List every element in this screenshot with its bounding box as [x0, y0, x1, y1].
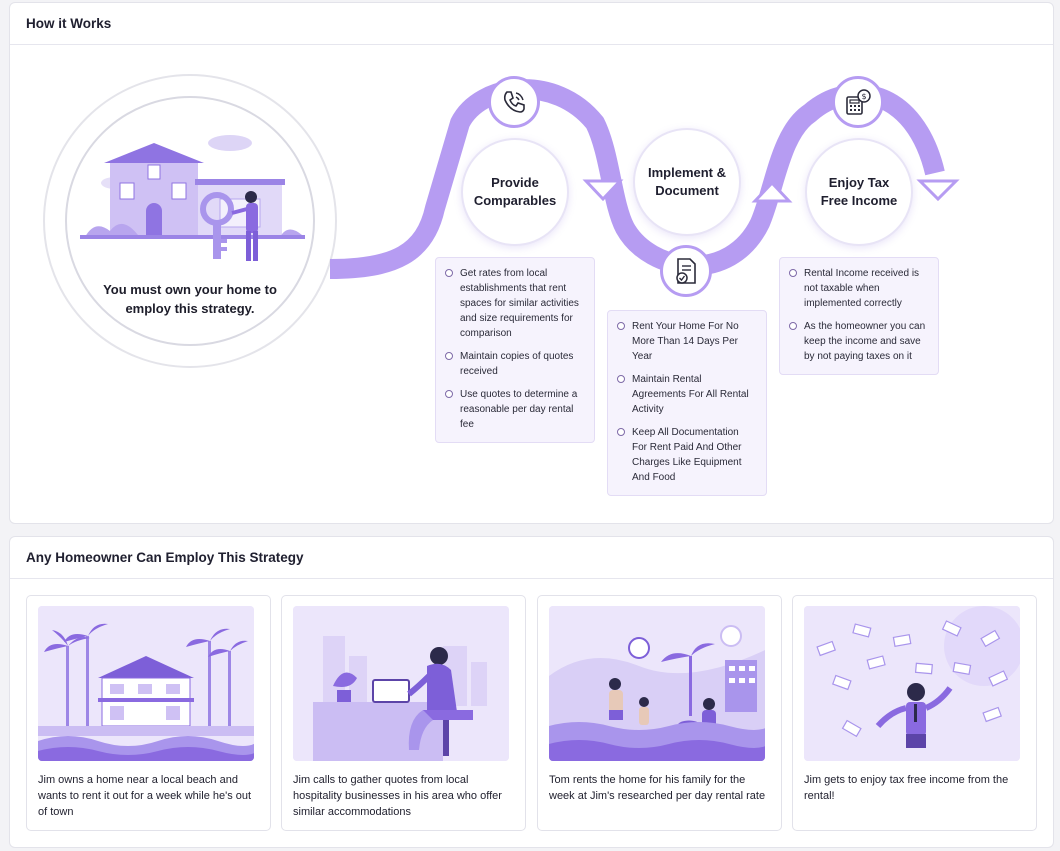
- step-provide-comparables: Provide Comparables: [461, 138, 569, 246]
- implement-bullets: Rent Your Home For No More Than 14 Days …: [607, 310, 767, 496]
- bullet-item: Rent Your Home For No More Than 14 Days …: [616, 319, 756, 364]
- tax-free-bullets: Rental Income received is not taxable wh…: [779, 257, 939, 375]
- bullet-item: Rental Income received is not taxable wh…: [788, 266, 928, 311]
- scene-caption: Jim owns a home near a local beach and w…: [38, 774, 252, 818]
- step-label: Implement & Document: [647, 165, 726, 198]
- intro-text: You must own your home to employ this st…: [103, 282, 277, 316]
- bullet-item: Keep All Documentation For Rent Paid And…: [616, 425, 756, 485]
- money-rain-illustration: [804, 606, 1020, 761]
- laptop-desk-illustration: [293, 606, 509, 761]
- step-label: Enjoy Tax Free Income: [820, 175, 898, 208]
- svg-text:$: $: [861, 92, 866, 101]
- bullet-item: Maintain copies of quotes received: [444, 349, 584, 379]
- scene-card-gather-quotes: Jim calls to gather quotes from local ho…: [281, 595, 526, 831]
- calculator-dollar-icon: $: [832, 76, 884, 128]
- bullet-item: As the homeowner you can keep the income…: [788, 319, 928, 364]
- how-it-works-card: How it Works You must own your home to e…: [9, 2, 1054, 524]
- bullet-item: Maintain Rental Agreements For All Renta…: [616, 372, 756, 417]
- how-it-works-title: How it Works: [10, 3, 1053, 45]
- strategy-title: Any Homeowner Can Employ This Strategy: [10, 537, 1053, 579]
- phone-icon: [488, 76, 540, 128]
- scene-card-family-rental: Tom rents the home for his family for th…: [537, 595, 782, 831]
- comparables-bullets: Get rates from local establishments that…: [435, 257, 595, 443]
- scene-caption: Jim gets to enjoy tax free income from t…: [804, 774, 1009, 802]
- step-label: Provide Comparables: [473, 175, 557, 208]
- scene-caption: Jim calls to gather quotes from local ho…: [293, 774, 502, 818]
- beach-house-illustration: [38, 606, 254, 761]
- scene-card-beach-house: Jim owns a home near a local beach and w…: [26, 595, 271, 831]
- bullet-item: Get rates from local establishments that…: [444, 266, 584, 341]
- process-flow-path: [329, 79, 960, 279]
- scene-card-tax-free-income: Jim gets to enjoy tax free income from t…: [792, 595, 1037, 831]
- house-key-illustration: [80, 135, 305, 261]
- family-beach-illustration: [549, 606, 765, 761]
- document-check-icon: [660, 245, 712, 297]
- strategy-card: Any Homeowner Can Employ This Strategy: [9, 536, 1054, 848]
- step-implement-document: Implement & Document: [633, 128, 741, 236]
- scene-caption: Tom rents the home for his family for th…: [549, 774, 766, 802]
- bullet-item: Use quotes to determine a reasonable per…: [444, 387, 584, 432]
- step-enjoy-tax-free-income: Enjoy Tax Free Income: [805, 138, 913, 246]
